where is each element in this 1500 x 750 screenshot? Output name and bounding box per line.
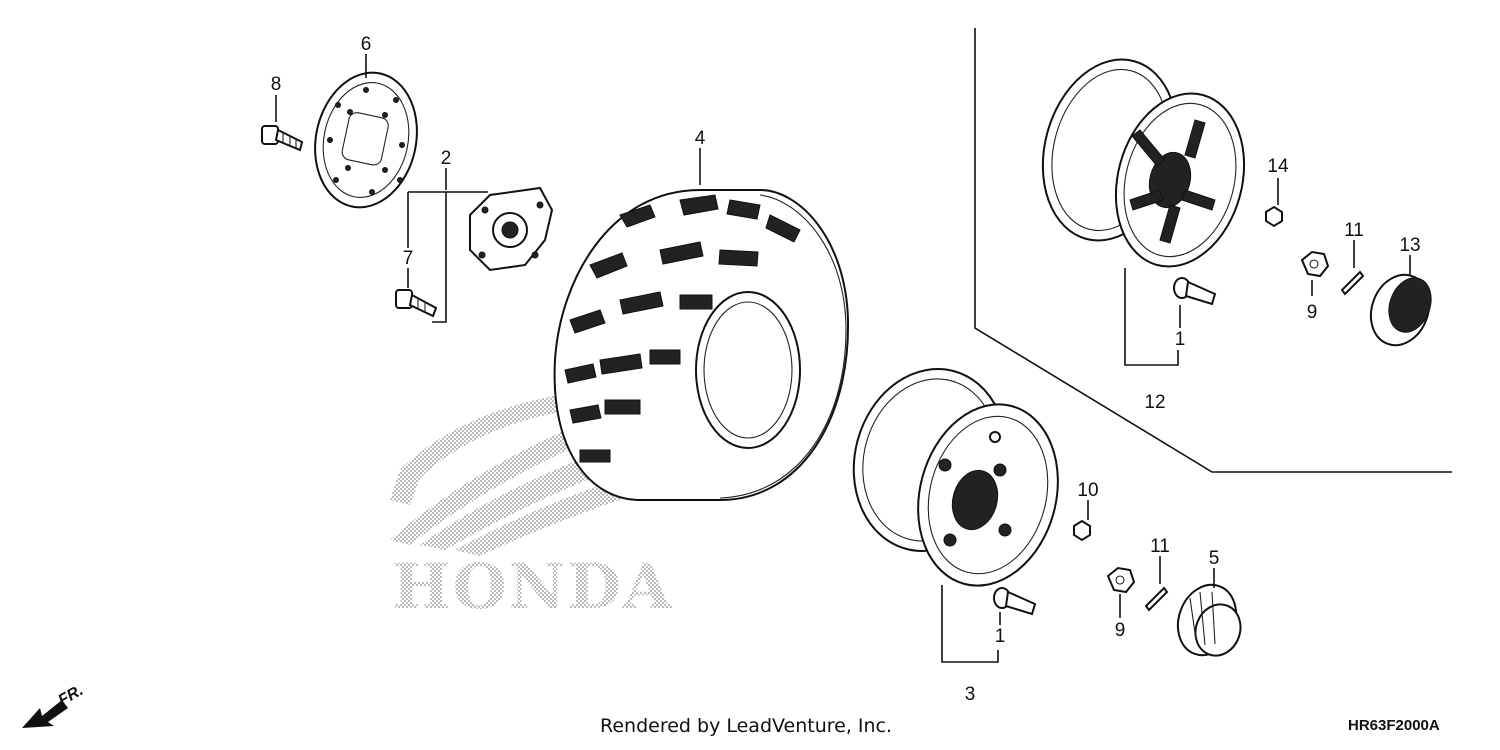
callout-bracket-12	[1124, 268, 1179, 366]
valve-stem-front	[993, 587, 1037, 616]
callout-5: 5	[1209, 548, 1220, 569]
callout-1-alt: 1	[1175, 329, 1186, 350]
cotter-pin-alt	[1340, 270, 1365, 296]
callout-11-alt: 11	[1344, 220, 1364, 241]
callout-9-front: 9	[1115, 620, 1126, 641]
callout-8: 8	[271, 74, 282, 95]
castle-nut-alt	[1300, 250, 1330, 278]
alternate-wheel-rim	[1041, 58, 1246, 268]
callout-6: 6	[361, 34, 372, 55]
callout-numbers: 6 8 2 7 4 14 11 13 9 1 12 10 11 5 9 1 3	[271, 34, 1421, 705]
callout-3: 3	[965, 684, 976, 705]
callout-1-front: 1	[995, 626, 1006, 647]
diagram-code: HR63F2000A	[1348, 717, 1440, 734]
front-wheel-rim	[852, 368, 1059, 587]
callout-bracket-2-7	[407, 191, 488, 323]
nut-14	[1265, 205, 1283, 228]
valve-stem-alt	[1173, 277, 1217, 306]
honda-watermark-text: HONDA	[392, 550, 673, 623]
callout-14: 14	[1267, 156, 1289, 177]
callout-10: 10	[1077, 480, 1098, 501]
leader-lines	[275, 54, 1411, 625]
hub-bolt	[395, 289, 438, 318]
hub-cap-alt	[1369, 273, 1432, 347]
callout-7: 7	[403, 248, 414, 269]
callout-9-alt: 9	[1307, 302, 1318, 323]
front-direction-arrow-icon: FR.	[22, 682, 86, 728]
hub-cap-front	[1176, 583, 1242, 657]
callout-2: 2	[441, 148, 452, 169]
wheel-hub	[469, 186, 554, 272]
atv-tire	[553, 189, 850, 501]
alt-wheel-section-border	[974, 28, 1452, 473]
callout-12: 12	[1144, 392, 1165, 413]
callout-11-front: 11	[1150, 536, 1170, 557]
credit-text: Rendered by LeadVenture, Inc.	[600, 715, 892, 737]
cotter-pin-front	[1144, 586, 1169, 612]
callout-bracket-3	[941, 585, 999, 663]
callout-13: 13	[1399, 235, 1420, 256]
callout-4: 4	[695, 128, 706, 149]
castle-nut-front	[1106, 566, 1136, 594]
brake-disc	[314, 71, 418, 209]
disc-bolt	[261, 125, 304, 152]
nut-10	[1073, 519, 1091, 542]
